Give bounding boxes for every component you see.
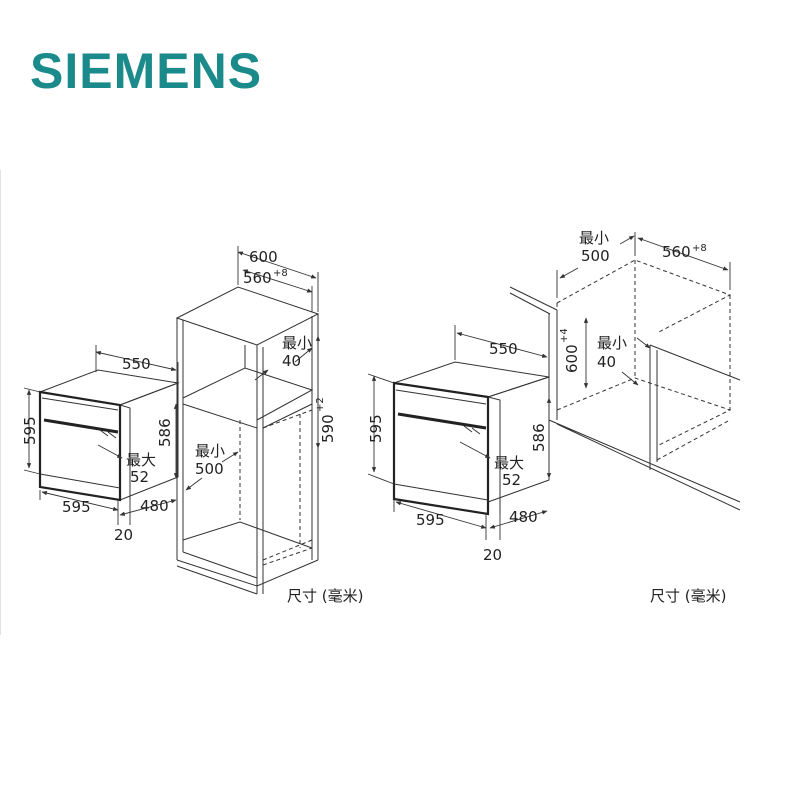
- cabinet-outer-width-label: 600: [249, 248, 278, 266]
- right-oven-height-label: 595: [367, 414, 385, 443]
- left-oven-body-depth-label: 480: [140, 497, 169, 515]
- niche-vent-label: 最小: [579, 229, 609, 247]
- niche-height-tol: +4: [559, 328, 570, 343]
- niche-width-tol: +8: [692, 243, 707, 254]
- left-oven-front-offset-label: 20: [114, 526, 133, 544]
- cabinet-gap-label: 最小: [282, 334, 312, 352]
- cabinet-niche-height-base: 590: [319, 414, 337, 443]
- cabinet-vent-label: 最小: [195, 442, 225, 460]
- left-oven-handle-value: 52: [130, 468, 149, 486]
- left-cabinet-dims: 600 560 +8 最小 40 590 +2 最小 500: [185, 246, 337, 491]
- niche-gap-value: 40: [597, 353, 616, 371]
- right-niche-dims: 最小 500 560 +8 600 +4 最小 40: [556, 229, 731, 389]
- right-oven: [392, 361, 550, 516]
- cabinet-niche-height-tol: +2: [315, 397, 326, 412]
- right-oven-dims: 550 595 586 最大 52 595 480 20: [367, 325, 552, 564]
- niche-width-base: 560: [662, 243, 691, 261]
- cabinet-vent-value: 500: [195, 460, 224, 478]
- left-oven-dims: 550 595 586 最大 52 595 480 20: [21, 345, 179, 544]
- right-oven-front-offset-label: 20: [483, 546, 502, 564]
- niche-gap-label: 最小: [597, 334, 627, 352]
- right-oven-body-depth-label: 480: [509, 508, 538, 526]
- right-oven-width-label: 595: [416, 511, 445, 529]
- right-oven-depth-label: 550: [489, 340, 518, 358]
- niche-height-base: 600: [563, 344, 581, 373]
- cabinet-inner-width-tol: +8: [273, 268, 288, 279]
- left-oven-inner-height-label: 586: [156, 418, 174, 447]
- divider-line: [0, 170, 1, 635]
- right-oven-inner-height-label: 586: [530, 423, 548, 452]
- right-niche: [509, 259, 741, 511]
- left-oven-handle-label: 最大: [126, 451, 156, 469]
- right-units-note: 尺寸 (毫米): [650, 587, 726, 605]
- siemens-logo: SIEMENS: [30, 43, 263, 99]
- cabinet-gap-value: 40: [282, 352, 301, 370]
- right-oven-handle-value: 52: [502, 471, 521, 489]
- cabinet-inner-width-base: 560: [243, 269, 272, 287]
- left-cabinet: [175, 286, 320, 595]
- left-units-note: 尺寸 (毫米): [287, 587, 363, 605]
- left-oven-height-label: 595: [21, 416, 39, 445]
- left-oven-width-label: 595: [62, 498, 91, 516]
- right-oven-handle-label: 最大: [494, 454, 524, 472]
- niche-vent-value: 500: [581, 247, 610, 265]
- left-oven-depth-label: 550: [122, 355, 151, 373]
